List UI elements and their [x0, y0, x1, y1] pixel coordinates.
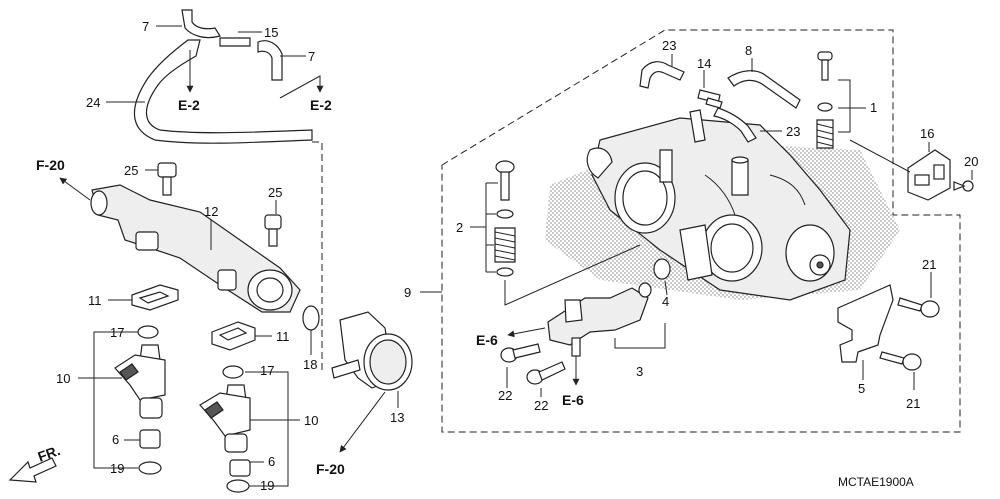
callout-1: 1	[870, 100, 877, 115]
hose-8	[727, 70, 801, 109]
leader-3	[614, 323, 666, 349]
oring-17-right	[222, 365, 244, 379]
leader-2	[470, 182, 498, 273]
callout-12: 12	[204, 204, 218, 219]
bolt-22-a	[500, 343, 541, 363]
seal-6-left	[139, 429, 161, 449]
connector-14	[697, 89, 723, 109]
bolt-25-a	[157, 162, 177, 196]
ref-e2-right: E-2	[310, 97, 332, 113]
callout-24: 24	[86, 95, 100, 110]
bracket-right-17-19	[245, 371, 289, 487]
clip-11-b	[211, 321, 256, 351]
bolt-22-b	[526, 361, 566, 385]
injector-10-left	[114, 344, 166, 419]
callout-21-bottom: 21	[906, 396, 920, 411]
oring-17-left	[137, 325, 159, 339]
hose-7-right	[257, 40, 283, 81]
callout-3: 3	[636, 364, 643, 379]
throttle-body	[586, 109, 851, 301]
oring-19-right	[226, 479, 250, 493]
hose-23-mid	[713, 107, 757, 143]
sensor-16	[907, 149, 951, 201]
callout-25-b: 25	[268, 185, 282, 200]
hose-24	[134, 39, 313, 144]
callout-20: 20	[964, 154, 978, 169]
bracket-left-17-19	[93, 331, 138, 469]
callout-25-a: 25	[124, 163, 138, 178]
callout-8: 8	[745, 43, 752, 58]
callout-7-right: 7	[308, 49, 315, 64]
ref-f20-bottom: F-20	[316, 461, 345, 477]
bracket-5	[837, 284, 894, 363]
hose-7-left	[181, 9, 221, 39]
callout-22-a: 22	[498, 388, 512, 403]
leader-2-body	[504, 244, 641, 306]
callout-18: 18	[303, 357, 317, 372]
seal-6-right	[229, 459, 251, 477]
callout-4: 4	[662, 294, 669, 309]
oring-18	[302, 305, 320, 331]
leader-13-to-rail	[312, 141, 323, 372]
callout-13: 13	[390, 410, 404, 425]
clip-11-a	[131, 284, 179, 311]
diagram-code: MCTAE1900A	[838, 475, 914, 489]
arrow-e2-right	[279, 75, 324, 99]
oring-4	[653, 258, 671, 280]
arrow-e6-left	[507, 327, 546, 338]
callout-19-b: 19	[260, 478, 274, 493]
arrow-f20-top	[59, 177, 91, 201]
callout-17-a: 17	[110, 325, 124, 340]
fr-arrow-icon	[8, 457, 57, 483]
hose-23-top	[639, 61, 685, 89]
fuel-rail-12	[90, 184, 301, 313]
callout-15: 15	[264, 25, 278, 40]
injector-10-right	[199, 384, 251, 453]
bolt-21-top	[897, 297, 940, 318]
ref-f20-top: F-20	[36, 157, 65, 173]
bolt-21-bottom	[879, 351, 922, 371]
ref-e6-bottom: E-6	[562, 392, 584, 408]
callout-7-left: 7	[142, 19, 149, 34]
callout-10-a: 10	[56, 371, 70, 386]
regulator-13	[331, 311, 413, 391]
valve-3	[547, 282, 652, 357]
joint-15	[219, 37, 251, 47]
arrow-f20-bottom	[339, 391, 386, 453]
callout-10-b: 10	[304, 413, 318, 428]
callout-22-b: 22	[534, 398, 548, 413]
leader-1	[838, 79, 866, 133]
screw-20	[953, 180, 974, 192]
callout-9: 9	[404, 285, 411, 300]
leader-4	[664, 280, 668, 296]
callout-6-b: 6	[268, 454, 275, 469]
callout-16: 16	[920, 126, 934, 141]
callout-11-b: 11	[276, 329, 290, 344]
screw-spring-group	[816, 51, 834, 149]
callout-2: 2	[456, 220, 463, 235]
callout-21-top: 21	[922, 257, 936, 272]
bolt-stack-2	[494, 160, 516, 277]
oring-19-left	[138, 461, 162, 475]
callout-5: 5	[858, 381, 865, 396]
ref-e2-left: E-2	[178, 97, 200, 113]
direction-label: FR.	[36, 442, 63, 465]
bolt-25-b	[264, 214, 282, 247]
callout-23-mid: 23	[786, 124, 800, 139]
callout-11-a: 11	[88, 293, 102, 308]
callout-14: 14	[697, 56, 711, 71]
callout-17-b: 17	[260, 363, 274, 378]
leader-sensor-body	[849, 139, 911, 173]
callout-23-top: 23	[662, 38, 676, 53]
callout-6-a: 6	[112, 432, 119, 447]
ref-e6-left: E-6	[476, 332, 498, 348]
assembly-outline-9	[441, 29, 961, 433]
callout-19-a: 19	[110, 461, 124, 476]
